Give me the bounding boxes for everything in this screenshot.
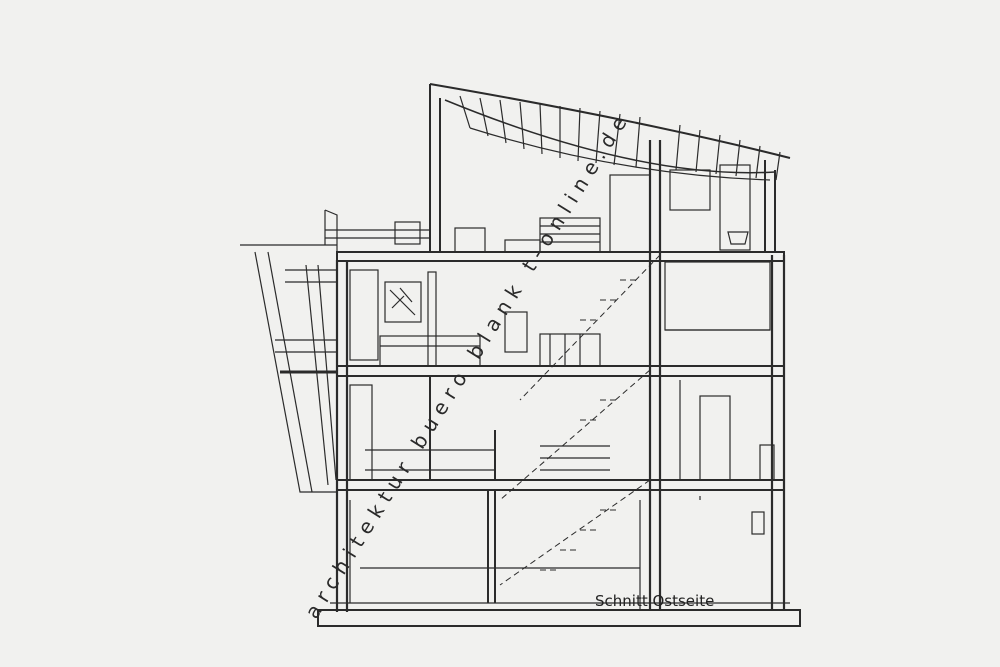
curved-roof [429, 83, 791, 252]
foundation [317, 567, 801, 627]
lower-floor-details [349, 376, 775, 481]
top-floor-details [454, 164, 751, 253]
drawing-caption: Schnitt Ostseite [595, 592, 715, 610]
left-terrace [240, 209, 430, 493]
stair-run [499, 254, 661, 586]
ground-floor-details [349, 490, 765, 610]
middle-floor-details [349, 261, 771, 367]
